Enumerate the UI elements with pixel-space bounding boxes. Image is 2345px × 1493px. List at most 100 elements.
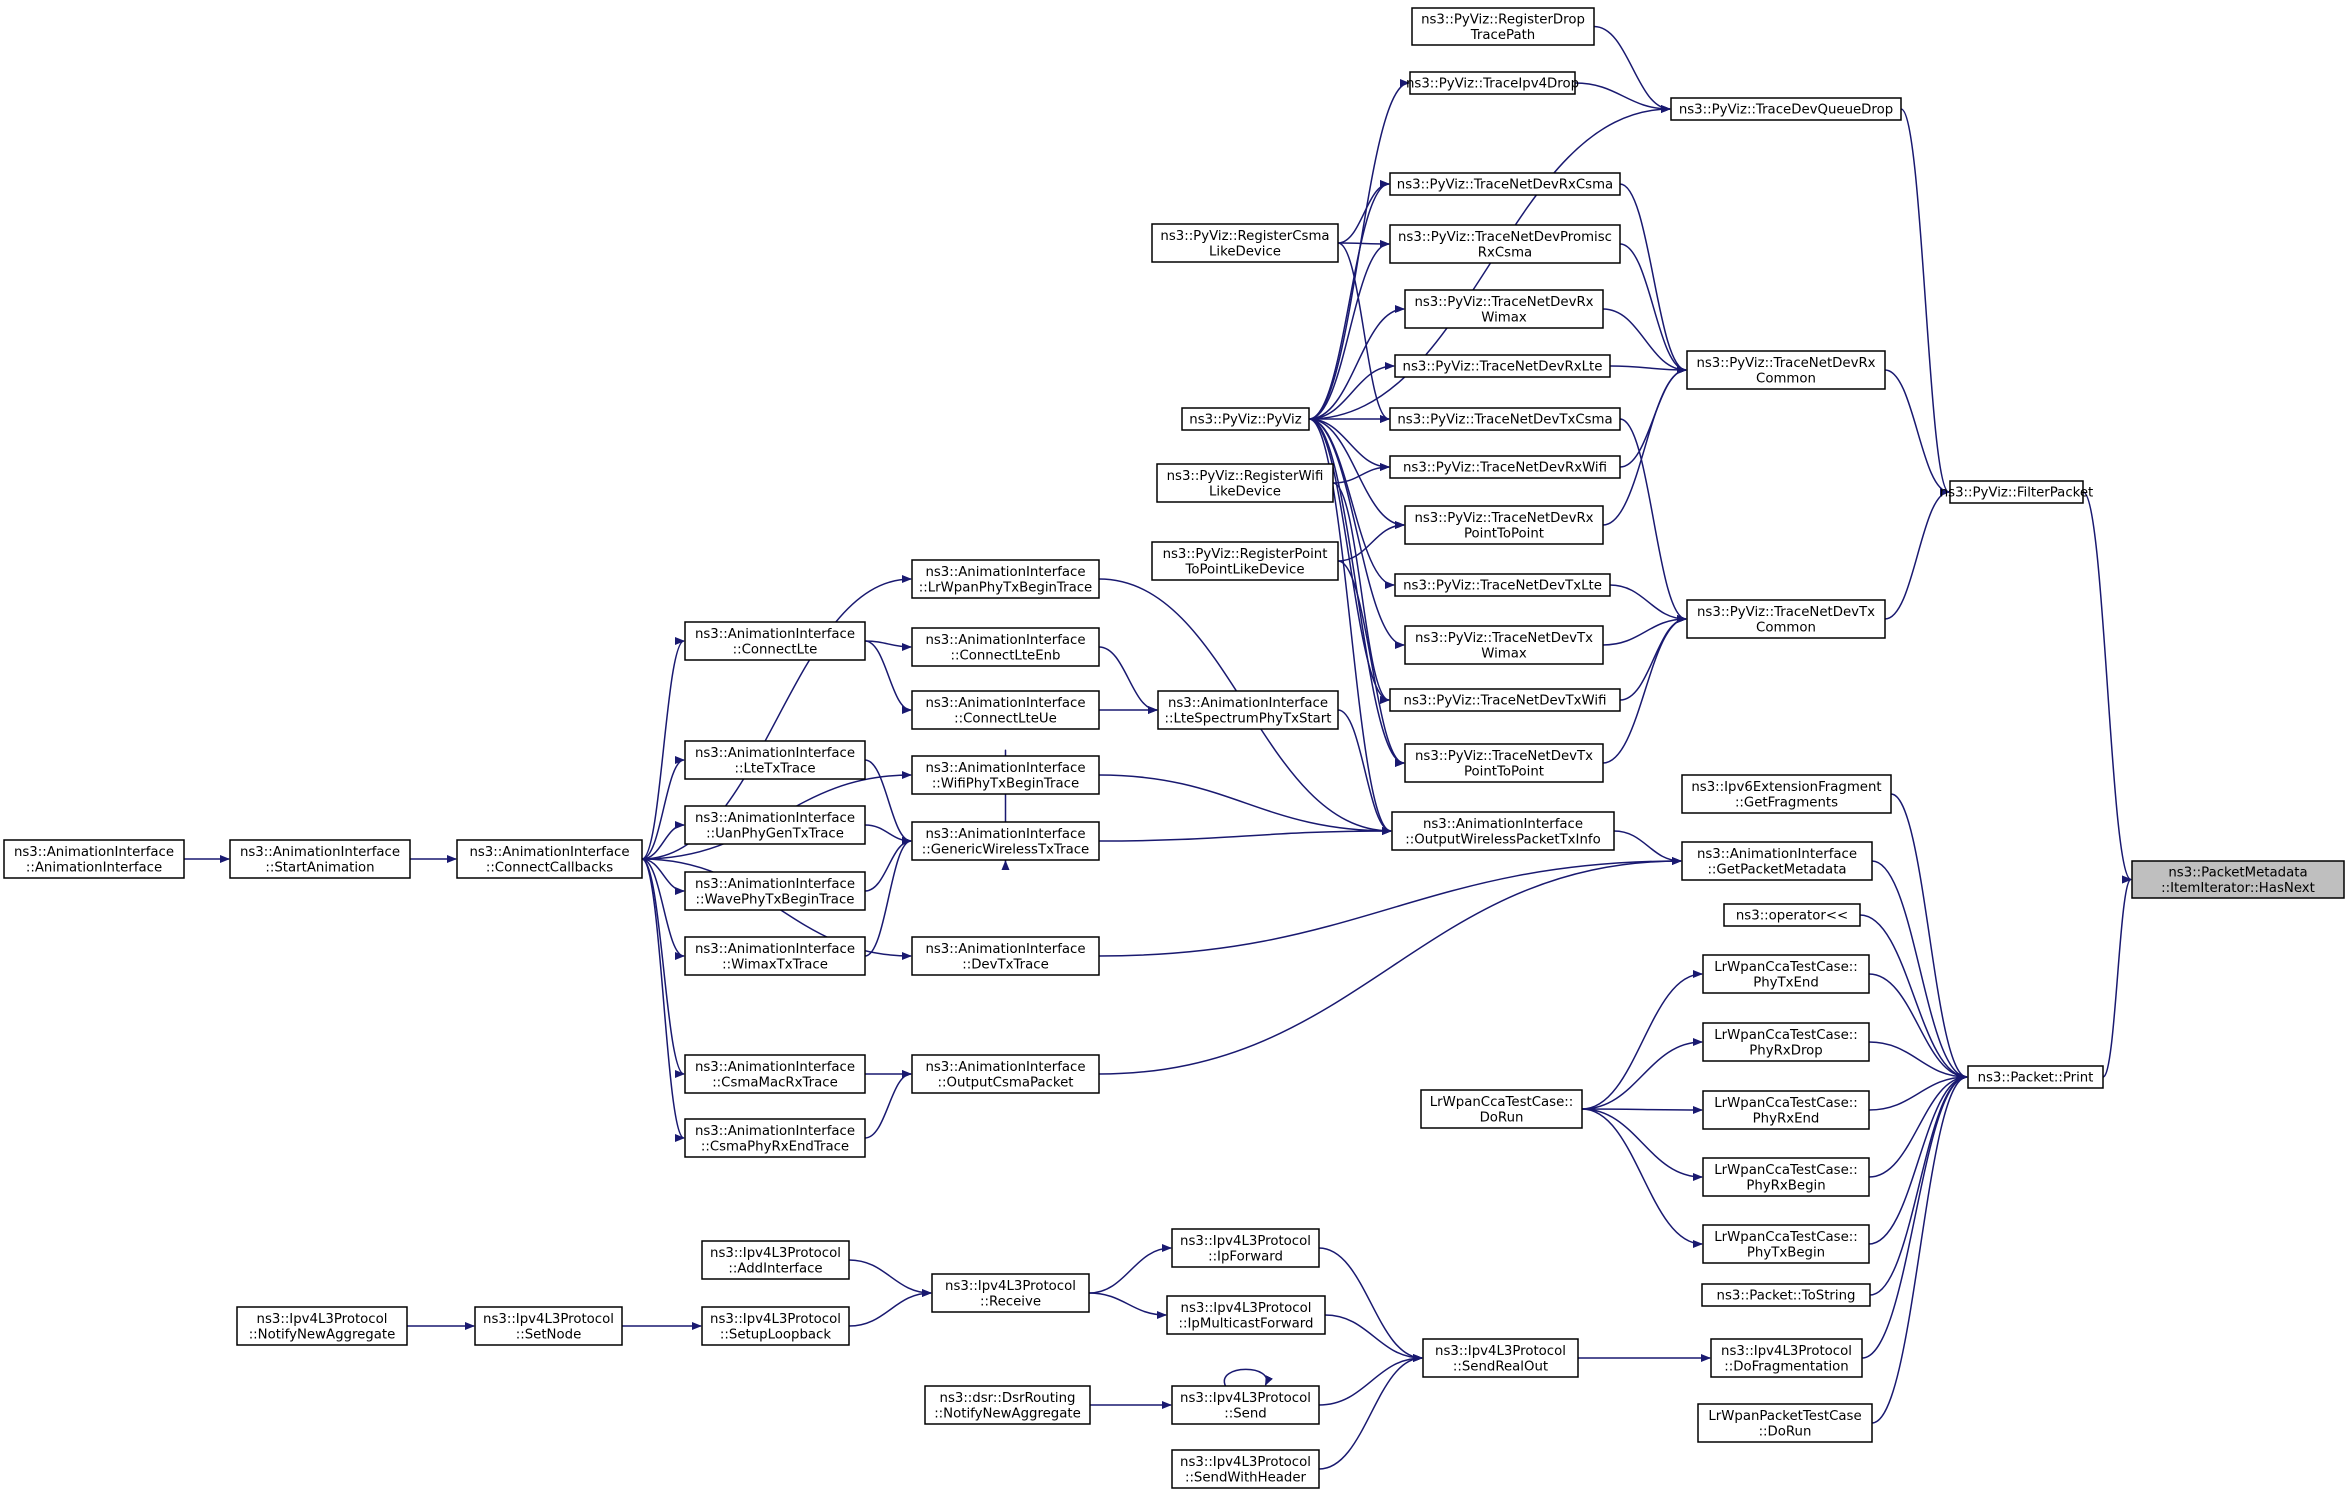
graph-node-n51[interactable]: LrWpanCcaTestCase::DoRun — [1420, 1089, 1583, 1129]
node-box — [1420, 1089, 1583, 1129]
graph-node-n40[interactable]: ns3::AnimationInterface::CsmaMacRxTrace — [684, 1054, 866, 1094]
node-label-line: ::AnimationInterface — [26, 860, 162, 875]
node-box — [1702, 1022, 1870, 1062]
graph-node-n50[interactable]: LrWpanCcaTestCase::PhyTxBegin — [1702, 1224, 1870, 1264]
node-box — [1404, 505, 1604, 545]
graph-node-n48[interactable]: LrWpanCcaTestCase::PhyRxEnd — [1702, 1090, 1870, 1130]
graph-node-n38[interactable]: ns3::AnimationInterface::StartAnimation — [229, 839, 411, 879]
edge-n43-n3 — [1871, 860, 1968, 1081]
node-box — [931, 1273, 1090, 1313]
node-box — [474, 1306, 623, 1346]
node-label-line: ns3::AnimationInterface — [1168, 696, 1328, 711]
edge-n9-n4 — [1308, 105, 1671, 420]
node-label-line: PhyTxEnd — [1753, 975, 1819, 990]
graph-node-n34[interactable]: ns3::AnimationInterface::WavePhyTxBeginT… — [684, 871, 866, 911]
graph-node-n1[interactable]: ns3::PacketMetadata::ItemIterator::HasNe… — [2131, 860, 2345, 899]
graph-node-n2[interactable]: ns3::PyViz::FilterPacket — [1940, 480, 2094, 504]
graph-node-n43[interactable]: ns3::AnimationInterface::GetPacketMetada… — [1681, 841, 1873, 881]
node-label-line: ns3::PyViz::RegisterCsma — [1160, 229, 1329, 244]
graph-node-n10[interactable]: ns3::PyViz::TraceNetDevRxCsma — [1389, 172, 1621, 196]
graph-node-n28[interactable]: ns3::AnimationInterface::LteSpectrumPhyT… — [1157, 690, 1339, 730]
graph-node-n15[interactable]: ns3::PyViz::TraceNetDevRxWifi — [1389, 455, 1621, 479]
graph-node-n57[interactable]: ns3::Ipv4L3Protocol::IpMulticastForward — [1166, 1295, 1326, 1335]
graph-node-n65[interactable]: ns3::dsr::DsrRouting::NotifyNewAggregate — [924, 1385, 1091, 1425]
graph-node-n52[interactable]: ns3::Packet::ToString — [1701, 1283, 1871, 1307]
node-label-line: PointToPoint — [1464, 526, 1544, 541]
edge-n45-n3 — [1859, 914, 1968, 1081]
graph-node-n17[interactable]: ns3::PyViz::TraceNetDevTxLte — [1394, 573, 1611, 597]
edge-n31-n32 — [864, 824, 912, 845]
node-box — [1681, 841, 1873, 881]
graph-node-n25[interactable]: ns3::AnimationInterface::ConnectLte — [684, 621, 866, 661]
graph-node-n63[interactable]: ns3::Ipv4L3Protocol::SetNode — [474, 1306, 623, 1346]
graph-node-n44[interactable]: ns3::Ipv6ExtensionFragment::GetFragments — [1681, 774, 1892, 814]
edge-n9-n10 — [1308, 180, 1390, 420]
graph-node-n19[interactable]: ns3::PyViz::TraceNetDevTxWifi — [1389, 688, 1621, 712]
graph-node-n42[interactable]: ns3::AnimationInterface::OutputCsmaPacke… — [911, 1054, 1100, 1094]
graph-node-n46[interactable]: LrWpanCcaTestCase::PhyTxEnd — [1702, 954, 1870, 994]
graph-node-n49[interactable]: LrWpanCcaTestCase::PhyRxBegin — [1702, 1157, 1870, 1197]
node-label-line: Common — [1756, 371, 1816, 386]
node-label-line: ns3::PyViz::TraceNetDevTx — [1415, 749, 1593, 764]
node-box — [1394, 354, 1611, 378]
graph-node-n55[interactable]: ns3::Ipv4L3Protocol::SendRealOut — [1422, 1338, 1579, 1378]
graph-node-n30[interactable]: ns3::AnimationInterface::WifiPhyTxBeginT… — [911, 755, 1100, 795]
edges-layer — [184, 25, 2132, 1470]
node-label-line: LrWpanCcaTestCase:: — [1430, 1095, 1573, 1110]
graph-node-n54[interactable]: LrWpanPacketTestCase::DoRun — [1697, 1403, 1873, 1443]
edge-n51-n46 — [1581, 970, 1703, 1110]
node-label-line: ns3::Packet::Print — [1978, 1071, 2094, 1086]
graph-node-n14[interactable]: ns3::PyViz::TraceNetDevTxCsma — [1389, 407, 1621, 431]
graph-node-n37[interactable]: ns3::AnimationInterface::ConnectCallback… — [456, 839, 643, 879]
edge-n58-n55 — [1318, 1354, 1423, 1406]
graph-node-n27[interactable]: ns3::AnimationInterface::ConnectLteUe — [911, 690, 1100, 730]
graph-node-n23[interactable]: ns3::PyViz::RegisterPointToPointLikeDevi… — [1151, 541, 1339, 581]
graph-node-n47[interactable]: LrWpanCcaTestCase::PhyRxDrop — [1702, 1022, 1870, 1062]
node-label-line: PhyTxBegin — [1747, 1245, 1825, 1260]
node-label-line: ::ConnectLte — [733, 642, 818, 657]
node-label-line: ns3::AnimationInterface — [14, 845, 174, 860]
graph-node-n39[interactable]: ns3::AnimationInterface::AnimationInterf… — [3, 839, 185, 879]
graph-node-n64[interactable]: ns3::Ipv4L3Protocol::NotifyNewAggregate — [236, 1306, 408, 1346]
graph-node-n8[interactable]: ns3::PyViz::TraceIpv4Drop — [1406, 71, 1579, 95]
edge-n58-n58 — [1223, 1368, 1273, 1387]
graph-node-n45[interactable]: ns3::operator<< — [1723, 903, 1861, 927]
graph-node-n53[interactable]: ns3::Ipv4L3Protocol::DoFragmentation — [1710, 1338, 1863, 1378]
node-label-line: Wimax — [1481, 310, 1527, 325]
graph-node-n4[interactable]: ns3::PyViz::TraceDevQueueDrop — [1670, 97, 1902, 121]
graph-node-n62[interactable]: ns3::Ipv4L3Protocol::SetupLoopback — [701, 1306, 850, 1346]
node-label-line: ns3::AnimationInterface — [695, 877, 855, 892]
graph-node-n3[interactable]: ns3::Packet::Print — [1967, 1065, 2104, 1089]
graph-node-n41[interactable]: ns3::AnimationInterface::CsmaPhyRxEndTra… — [684, 1118, 866, 1158]
node-box — [1171, 1385, 1320, 1425]
node-label-line: ns3::AnimationInterface — [469, 845, 629, 860]
graph-node-n58[interactable]: ns3::Ipv4L3Protocol::Send — [1171, 1385, 1320, 1425]
graph-node-n33[interactable]: ns3::AnimationInterface::OutputWirelessP… — [1391, 811, 1615, 851]
graph-node-n31[interactable]: ns3::AnimationInterface::UanPhyGenTxTrac… — [684, 805, 866, 845]
graph-node-n36[interactable]: ns3::AnimationInterface::DevTxTrace — [911, 936, 1100, 976]
node-label-line: ns3::PyViz::FilterPacket — [1940, 486, 2094, 501]
graph-node-n61[interactable]: ns3::Ipv4L3Protocol::AddInterface — [701, 1240, 850, 1280]
graph-node-n9[interactable]: ns3::PyViz::PyViz — [1181, 407, 1310, 431]
graph-node-n13[interactable]: ns3::PyViz::TraceNetDevRxLte — [1394, 354, 1611, 378]
graph-node-n26[interactable]: ns3::AnimationInterface::ConnectLteEnb — [911, 627, 1100, 667]
graph-node-n32[interactable]: ns3::AnimationInterface::GenericWireless… — [911, 821, 1100, 861]
graph-node-n56[interactable]: ns3::Ipv4L3Protocol::IpForward — [1171, 1228, 1320, 1268]
graph-node-n24[interactable]: ns3::AnimationInterface::LrWpanPhyTxBegi… — [911, 559, 1100, 599]
graph-node-n29[interactable]: ns3::AnimationInterface::LteTxTrace — [684, 740, 866, 780]
graph-node-n35[interactable]: ns3::AnimationInterface::WimaxTxTrace — [684, 936, 866, 976]
edge-n35-n32 — [864, 837, 912, 957]
graph-node-n60[interactable]: ns3::Ipv4L3Protocol::Receive — [931, 1273, 1090, 1313]
graph-node-n59[interactable]: ns3::Ipv4L3Protocol::SendWithHeader — [1171, 1449, 1320, 1489]
